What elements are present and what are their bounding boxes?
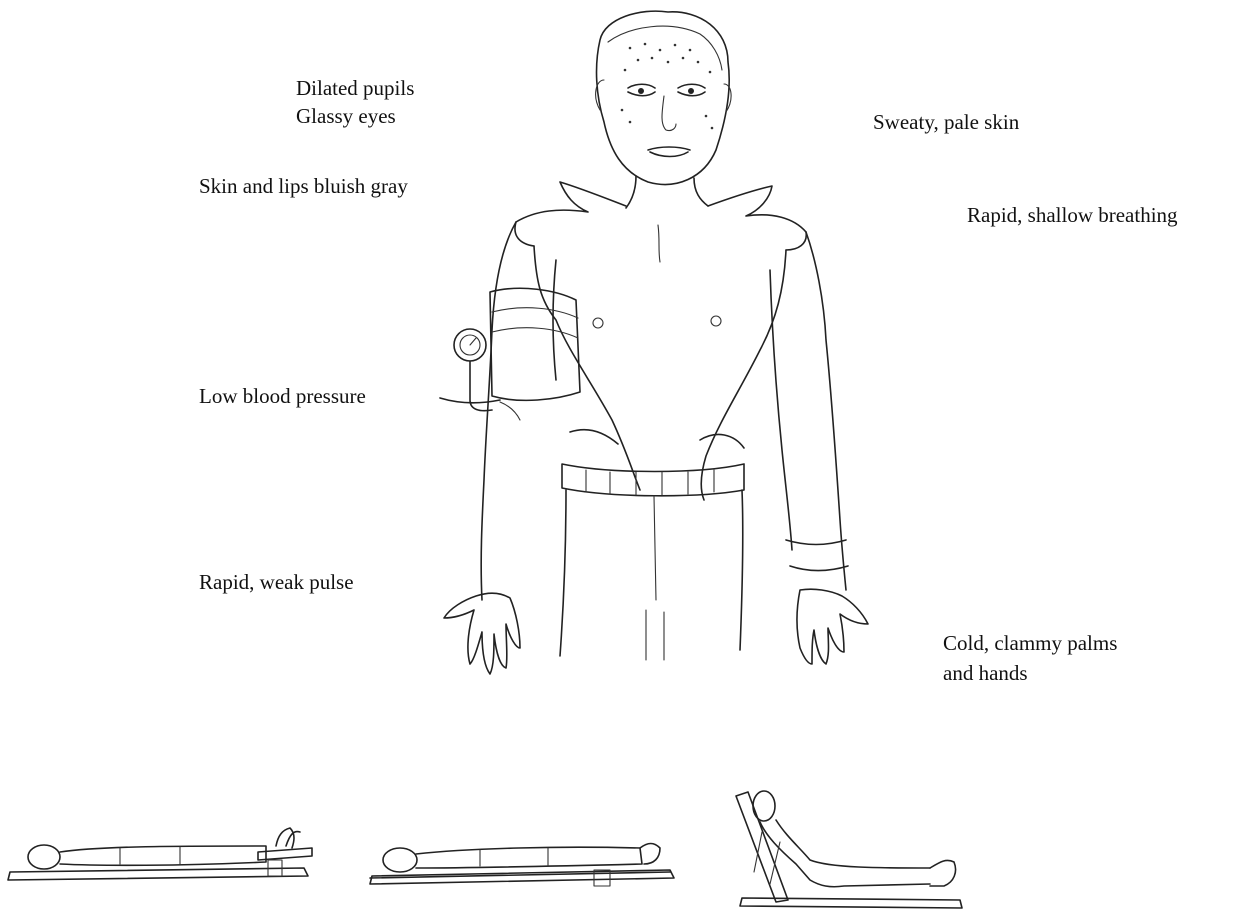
semi-reclining-position [736,791,962,908]
